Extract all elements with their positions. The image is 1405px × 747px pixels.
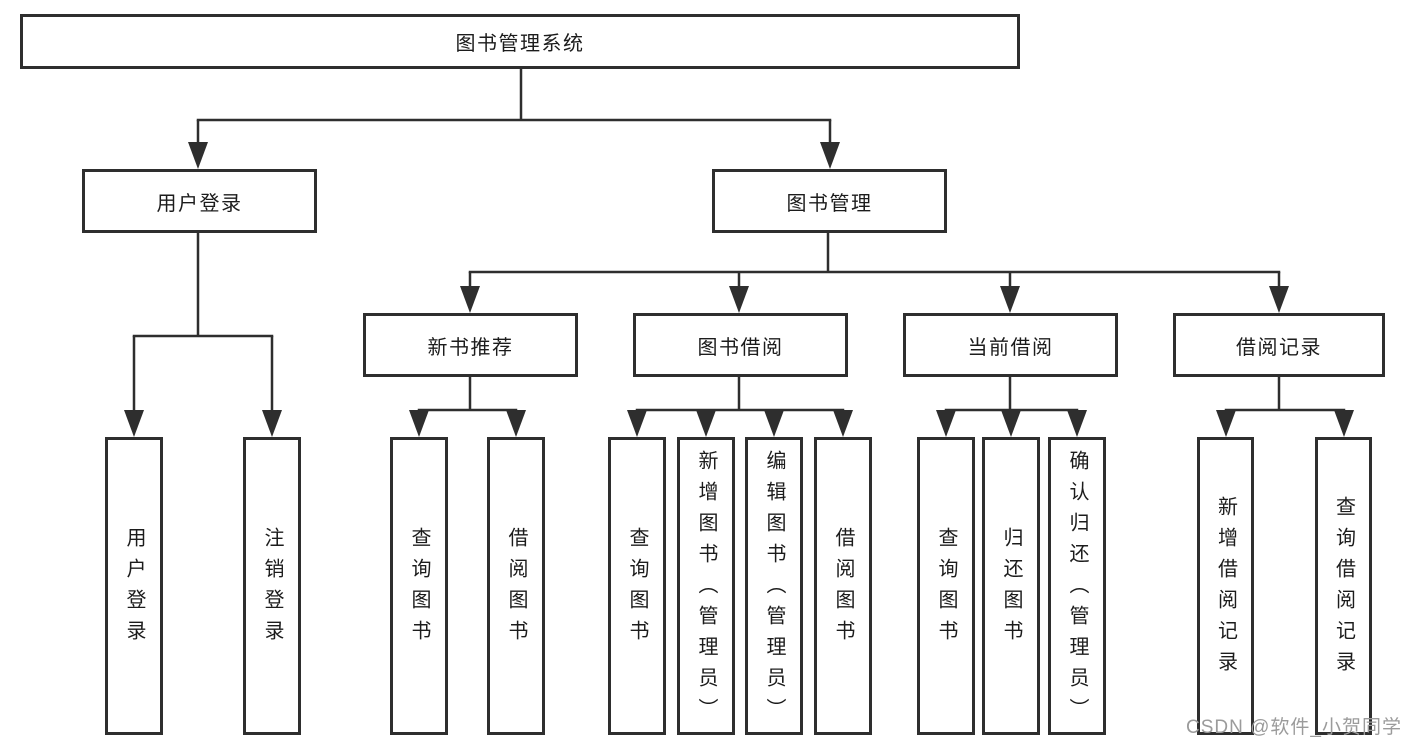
node-leaf-query-borrow-record: 查询借阅记录 — [1315, 437, 1372, 735]
node-leaf-return-books: 归还图书 — [982, 437, 1040, 735]
node-leaf-query-books-borrowing: 查询图书 — [608, 437, 666, 735]
node-leaf-query-books-current: 查询图书 — [917, 437, 975, 735]
node-leaf-borrow-books: 借阅图书 — [814, 437, 872, 735]
node-leaf-logout: 注销登录 — [243, 437, 301, 735]
node-book-borrowing: 图书借阅 — [633, 313, 848, 377]
node-library-management-system: 图书管理系统 — [20, 14, 1020, 69]
node-leaf-borrow-books-recommend: 借阅图书 — [487, 437, 545, 735]
node-borrowing-records: 借阅记录 — [1173, 313, 1385, 377]
node-user-login: 用户登录 — [82, 169, 317, 233]
node-leaf-add-books-admin: 新增图书（管理员） — [677, 437, 735, 735]
node-leaf-edit-books-admin: 编辑图书（管理员） — [745, 437, 803, 735]
arrowheads — [124, 142, 1354, 437]
node-leaf-confirm-return-admin: 确认归还（管理员） — [1048, 437, 1106, 735]
node-current-borrowing: 当前借阅 — [903, 313, 1118, 377]
node-leaf-user-login: 用户登录 — [105, 437, 163, 735]
node-new-book-recommendation: 新书推荐 — [363, 313, 578, 377]
node-leaf-query-books-recommend: 查询图书 — [390, 437, 448, 735]
csdn-watermark: CSDN @软件_小贺同学 — [1186, 717, 1402, 738]
node-leaf-add-borrow-record: 新增借阅记录 — [1197, 437, 1254, 735]
node-book-management: 图书管理 — [712, 169, 947, 233]
